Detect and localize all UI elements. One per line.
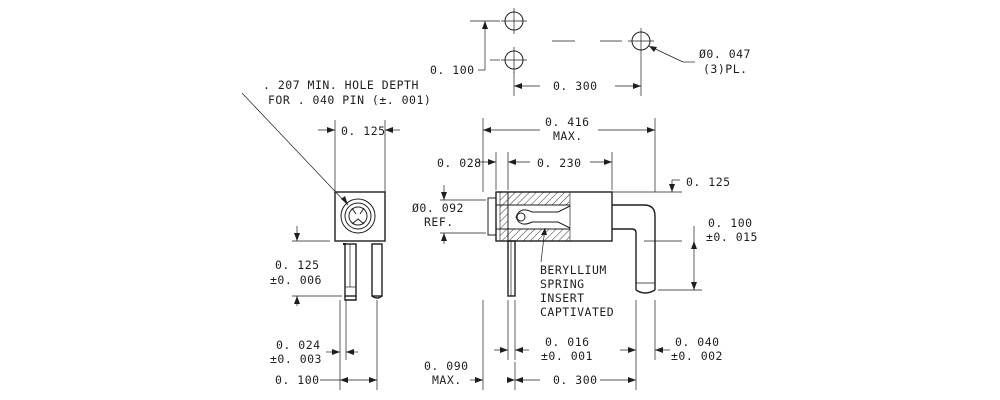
- tab-width-label-line1: 0. 090: [424, 359, 469, 373]
- hole-pitch-vertical-label: 0. 100: [430, 63, 475, 77]
- hole-depth-note-line1: . 207 MIN. HOLE DEPTH: [263, 78, 419, 92]
- overall-length-label-line2: MAX.: [553, 129, 583, 143]
- side-view-pin: [612, 204, 656, 290]
- spring-insert: [515, 205, 571, 229]
- hole-pitch-horizontal-label: 0. 300: [553, 79, 598, 93]
- body-height-label: 0. 125: [686, 175, 731, 189]
- tab-thickness-label-line1: 0. 016: [545, 335, 590, 349]
- insert-note-line3: INSERT: [540, 291, 585, 305]
- hole-bottom-left: [501, 47, 527, 73]
- insert-note-line1: BERYLLIUM: [540, 263, 607, 277]
- end-view-pins: [344, 243, 383, 301]
- pin-offset-label-line1: 0. 100: [708, 216, 753, 230]
- standoff-label-line2: ±0. 006: [270, 273, 322, 287]
- hole-top-left: [501, 8, 527, 34]
- insert-length-label: 0. 230: [537, 156, 582, 170]
- side-view-tab: [507, 240, 516, 297]
- hole-count-label: (3)PL.: [703, 62, 748, 76]
- overall-length-label-line1: 0. 416: [545, 115, 590, 129]
- bore-dia-label-line1: Ø0. 092: [412, 201, 464, 215]
- insert-note-line2: SPRING: [540, 277, 585, 291]
- hole-diameter-label: Ø0. 047: [699, 47, 751, 61]
- side-view: 0. 416 MAX. 0. 028 0. 230: [412, 115, 758, 390]
- pin-dia-label-line2: ±0. 003: [270, 352, 322, 366]
- body-width-label: 0. 125: [341, 124, 386, 138]
- end-view: . 207 MIN. HOLE DEPTH FOR . 040 PIN (±. …: [241, 78, 431, 390]
- pin-dia-side-label-line2: ±0. 002: [671, 349, 723, 363]
- pin-dia-label-line1: 0. 024: [276, 338, 321, 352]
- tab-thickness-label-line2: ±0. 001: [541, 349, 593, 363]
- pin-spacing-side-label: 0. 300: [553, 373, 598, 387]
- end-view-body: [334, 191, 386, 242]
- pin-dia-side-label-line1: 0. 040: [675, 335, 720, 349]
- hole-depth-note-line2: FOR . 040 PIN (±. 001): [268, 93, 431, 107]
- hole-right: [628, 28, 654, 54]
- standoff-label-line1: 0. 125: [275, 258, 320, 272]
- insert-note-line4: CAPTIVATED: [540, 305, 614, 319]
- bore-dia-label-line2: REF.: [424, 215, 454, 229]
- pin-spacing-label: 0. 100: [275, 373, 320, 387]
- tab-width-label-line2: MAX.: [432, 373, 462, 387]
- hole-pattern-view: 0. 100 0. 300 Ø0. 047 (3)PL.: [430, 8, 751, 96]
- flange-label: 0. 028: [437, 156, 482, 170]
- pin-offset-label-line2: ±0. 015: [706, 230, 758, 244]
